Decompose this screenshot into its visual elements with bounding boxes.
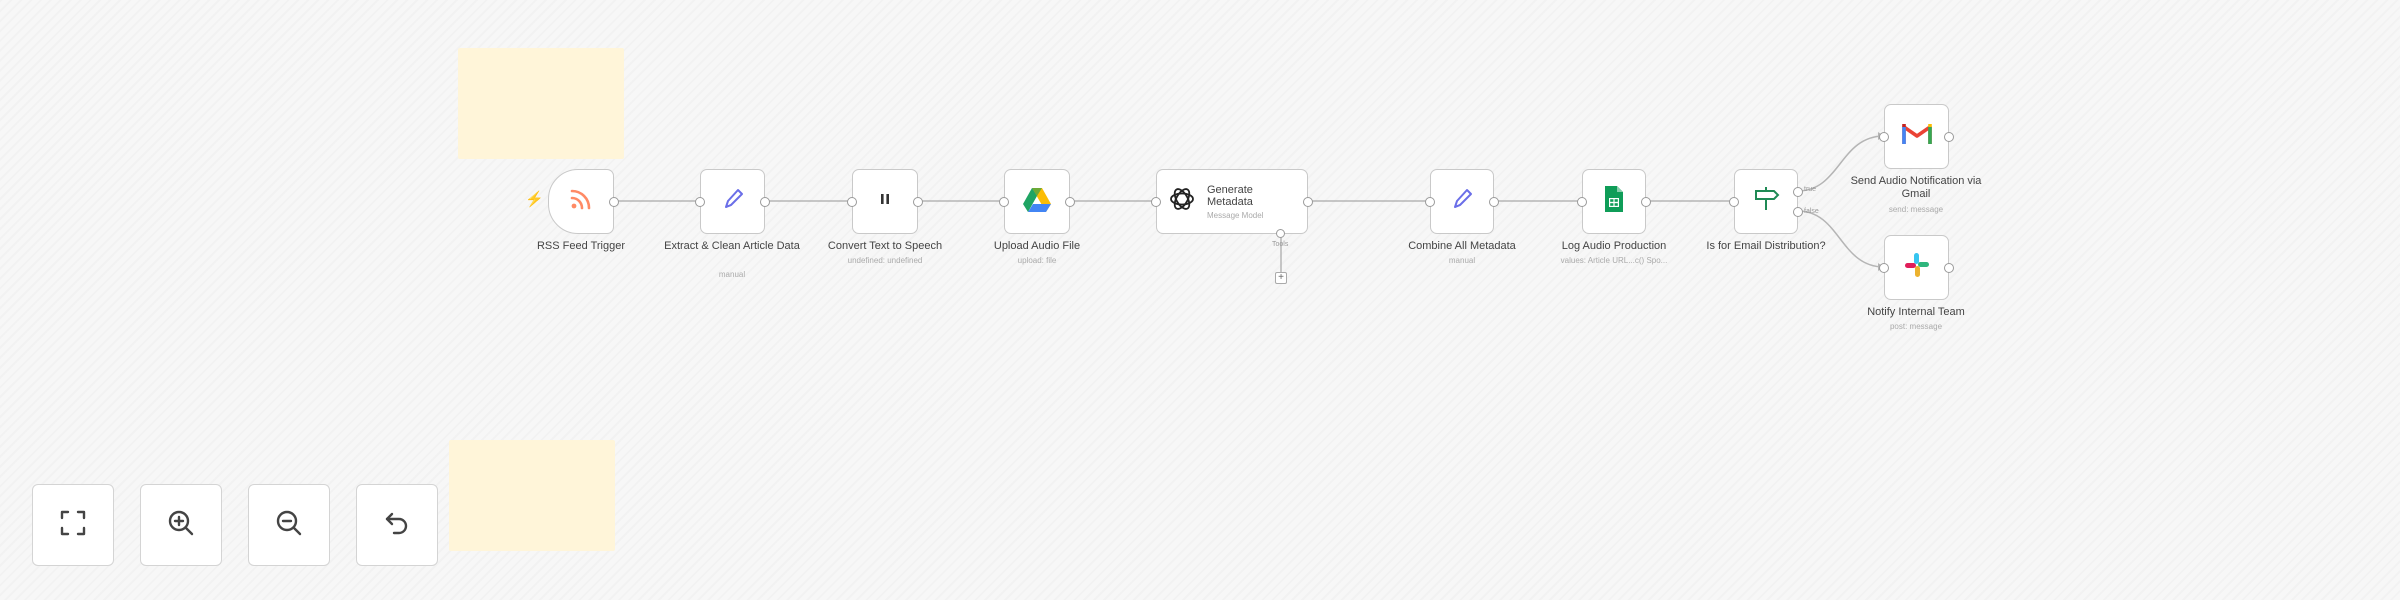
output-port-false[interactable] [1793,207,1803,217]
node-log-audio-production[interactable] [1577,169,1651,234]
input-port[interactable] [1577,196,1587,207]
node-subtitle: values: Article URL...c() Spo... [1560,256,1668,265]
zoom-out-icon [272,506,306,545]
output-port[interactable] [1641,196,1651,207]
node-title: Generate Metadata [1207,183,1253,208]
node-rss-feed-trigger[interactable] [548,169,619,234]
node-generate-metadata[interactable]: Generate Metadata Message Model [1151,169,1313,234]
output-port[interactable] [1944,131,1954,142]
zoom-in-icon [164,506,198,545]
node-title: Combine All Metadata [1408,240,1516,252]
output-port[interactable] [913,196,923,207]
node-title: Log Audio Production [1561,240,1667,252]
input-port[interactable] [1879,262,1889,273]
output-port[interactable] [1303,196,1313,207]
node-subtitle: manual [1448,256,1476,265]
node-subtitle: send: message [1888,205,1944,214]
input-port[interactable] [847,196,857,207]
node-upload-audio-file[interactable] [999,169,1075,234]
node-combine-all-metadata[interactable] [1425,169,1499,234]
sticky-note[interactable] [449,440,615,551]
branch-label-true: true [1804,186,1817,193]
branch-label-false: false [1804,208,1819,215]
output-port[interactable] [1489,196,1499,207]
node-subtitle: post: message [1889,322,1943,331]
trigger-bolt-icon: ⚡ [525,191,544,208]
output-port[interactable] [609,196,619,207]
tools-port[interactable] [1276,229,1285,238]
node-title: RSS Feed Trigger [536,240,626,252]
node-send-audio-notification-via-gmail[interactable] [1879,104,1954,169]
sticky-note[interactable] [458,48,624,159]
node-subtitle: Message Model [1207,210,1264,220]
node-is-for-email-distribution[interactable] [1729,169,1803,234]
pencil-icon [718,184,748,219]
input-port[interactable] [1151,196,1161,207]
tools-label: Tools [1272,241,1289,248]
zoom-out-button[interactable] [248,484,330,566]
node-subtitle: manual [718,270,746,279]
node-notify-internal-team[interactable] [1879,235,1954,300]
input-port[interactable] [695,196,705,207]
node-title: Send Audio Notification via Gmail [1850,175,1982,200]
input-port[interactable] [1425,196,1435,207]
output-port[interactable] [1944,262,1954,273]
node-title: Convert Text to Speech [827,240,943,252]
node-title: Notify Internal Team [1867,306,1965,318]
output-port[interactable] [760,196,770,207]
input-port[interactable] [1879,131,1889,142]
input-port[interactable] [999,196,1009,207]
fullscreen-icon [56,506,90,545]
undo-icon [380,506,414,545]
node-title: Is for Email Distribution? [1706,240,1826,252]
pencil-icon [1447,184,1477,219]
gmail-icon [1901,122,1932,151]
node-subtitle: undefined: undefined [847,256,923,265]
input-port[interactable] [1729,196,1739,207]
node-title: Extract & Clean Article Data [664,240,800,252]
output-port-true[interactable] [1793,187,1803,197]
openai-icon [1167,184,1197,219]
zoom-in-button[interactable] [140,484,222,566]
node-extract-clean-article-data[interactable] [695,169,770,234]
node-convert-text-to-speech[interactable] [847,169,923,234]
node-title: Upload Audio File [993,240,1081,252]
google-sheets-icon [1603,185,1625,218]
reset-zoom-button[interactable] [356,484,438,566]
connection-line [1797,210,1885,268]
output-port[interactable] [1065,196,1075,207]
slack-icon [1903,251,1931,284]
signpost-icon [1752,185,1780,218]
rss-icon [567,185,595,218]
pause-icon [877,191,893,212]
google-drive-icon [1022,186,1052,218]
fit-view-button[interactable] [32,484,114,566]
add-tool-button[interactable]: + [1275,272,1287,284]
node-subtitle: upload: file [1017,256,1057,265]
